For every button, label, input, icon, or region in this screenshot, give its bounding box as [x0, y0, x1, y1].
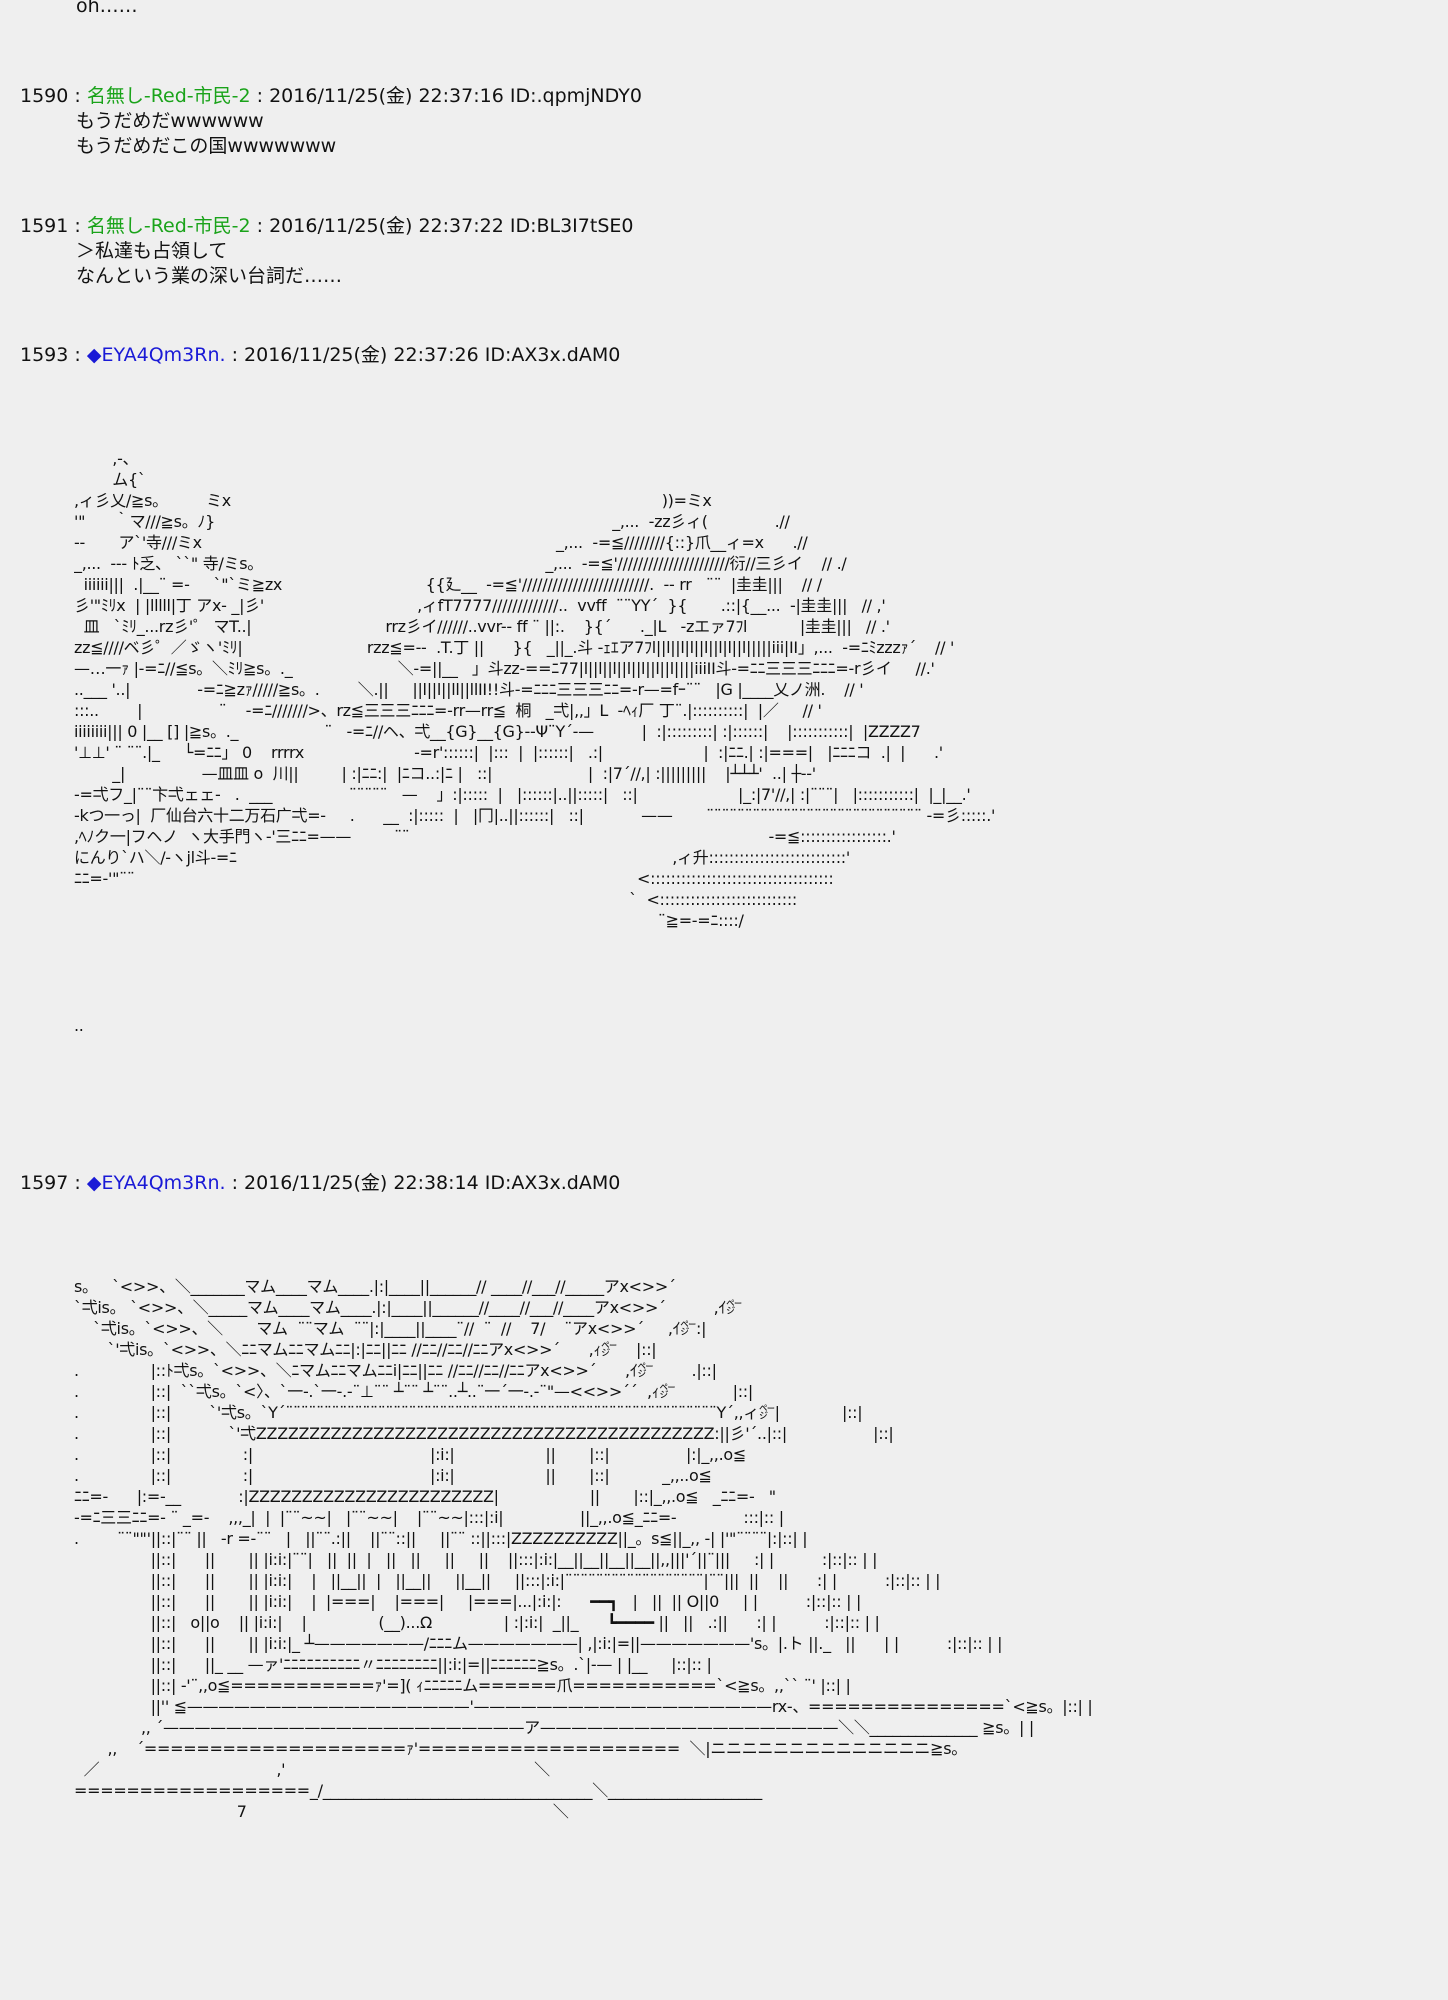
post-text: ＞私達も占領して なんという業の深い台詞だ…… [76, 240, 343, 287]
post-1590: 1590 : 名無し-Red-市民-2 : 2016/11/25(金) 22:3… [20, 84, 1428, 159]
trip-diamond-icon: ◆ [86, 1172, 102, 1194]
post-meta: : 2016/11/25(金) 22:37:22 ID:BL3I7tSE0 [250, 215, 634, 237]
post-header: 1593 : ◆EYA4Qm3Rn. : 2016/11/25(金) 22:37… [20, 343, 1428, 368]
post-header: 1597 : ◆EYA4Qm3Rn. : 2016/11/25(金) 22:38… [20, 1171, 1428, 1196]
post-number[interactable]: 1597 [20, 1172, 69, 1194]
post-header: 1590 : 名無し-Red-市民-2 : 2016/11/25(金) 22:3… [20, 84, 1428, 109]
post-number[interactable]: 1593 [20, 344, 69, 366]
separator: : [68, 1172, 87, 1194]
poster-trip: EYA4Qm3Rn. [101, 344, 226, 366]
post-1593: 1593 : ◆EYA4Qm3Rn. : 2016/11/25(金) 22:37… [20, 343, 1428, 368]
separator: : [68, 344, 87, 366]
post-text: もうだめだwwwwww もうだめだこの国wwwwwww [76, 110, 337, 157]
trip-diamond-icon: ◆ [86, 344, 102, 366]
poster-name: 名無し-Red-市民-2 [86, 215, 251, 237]
post-meta: : 2016/11/25(金) 22:38:14 ID:AX3x.dAM0 [225, 1172, 621, 1194]
post-meta: : 2016/11/25(金) 22:37:26 ID:AX3x.dAM0 [225, 344, 621, 366]
ascii-art-gate-building: s。 `<>>、＼_______マム____マム____.|:|____||__… [74, 1277, 1093, 1821]
poster-name: 名無し-Red-市民-2 [86, 85, 251, 107]
ascii-art-cityscape: ,-、 ム{` ,ィ彡乂/≧s。 ミx ))=ミx '" ｀マ///≧s。ﾉ} [74, 449, 996, 1035]
post-number[interactable]: 1591 [20, 215, 69, 237]
post-number[interactable]: 1590 [20, 85, 69, 107]
post-1589-tail: oh…… [20, 0, 1428, 19]
poster-trip: EYA4Qm3Rn. [101, 1172, 226, 1194]
post-text: oh…… [76, 0, 138, 17]
separator: : [68, 215, 87, 237]
post-header: 1591 : 名無し-Red-市民-2 : 2016/11/25(金) 22:3… [20, 214, 1428, 239]
post-1597: 1597 : ◆EYA4Qm3Rn. : 2016/11/25(金) 22:38… [20, 1171, 1428, 1196]
post-1591: 1591 : 名無し-Red-市民-2 : 2016/11/25(金) 22:3… [20, 214, 1428, 289]
post-meta: : 2016/11/25(金) 22:37:16 ID:.qpmjNDY0 [250, 85, 642, 107]
separator: : [68, 85, 87, 107]
